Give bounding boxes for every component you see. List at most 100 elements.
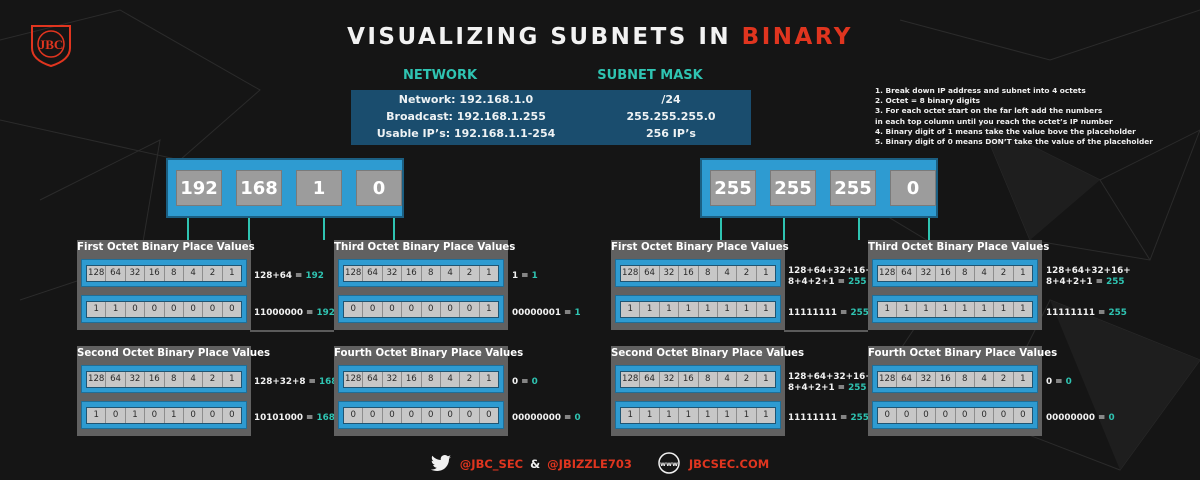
panel-title: Second Octet Binary Place Values [77, 348, 271, 359]
binary-calculation: 11111111 = 255 [788, 308, 869, 318]
bit-cell: 0 [878, 408, 897, 423]
footer: @JBC_SEC & @JBIZZLE703 www JBCSEC.COM [0, 452, 1200, 477]
bit-cell: 0 [221, 302, 241, 317]
bit-cell: 0 [401, 302, 421, 317]
bit-cell: 0 [182, 408, 203, 423]
place-value-cell: 32 [124, 372, 145, 387]
connector-line [323, 218, 325, 240]
bit-cell: 0 [202, 408, 222, 423]
bit-cell: 0 [459, 408, 479, 423]
binary-calculation: 10101000 = 168 [254, 413, 335, 423]
network-octet-1: 192 [176, 170, 222, 206]
instruction-line: 4. Binary digit of 1 means take the valu… [875, 126, 1136, 136]
place-value-cell: 2 [993, 266, 1013, 281]
place-value-cell: 32 [915, 266, 936, 281]
bit-cell: 0 [478, 408, 498, 423]
bit-cell: 0 [973, 408, 994, 423]
place-value-cell: 128 [87, 372, 106, 387]
panel-title: Fourth Octet Binary Place Values [334, 348, 524, 359]
bit-cell: 1 [658, 302, 679, 317]
place-value-cell: 16 [401, 266, 421, 281]
bit-cell: 0 [144, 408, 164, 423]
place-value-cell: 128 [621, 266, 640, 281]
broadcast-address: Broadcast: 192.168.1.255 [386, 110, 546, 123]
bit-cell: 0 [202, 302, 222, 317]
network-octet-2: 168 [236, 170, 282, 206]
place-value-cell: 8 [163, 372, 183, 387]
bit-cell: 0 [420, 408, 440, 423]
bit-cell: 1 [878, 302, 897, 317]
bit-cell: 0 [344, 302, 363, 317]
bit-cell: 1 [658, 408, 679, 423]
place-value-cell: 64 [896, 372, 916, 387]
bit-cell: 0 [221, 408, 241, 423]
place-value-cell: 2 [202, 266, 222, 281]
mask-value: 255.255.255.0 [626, 110, 716, 123]
bit-cell: 1 [87, 408, 106, 423]
place-value-cell: 4 [716, 372, 737, 387]
place-value-cell: 64 [105, 372, 125, 387]
bit-cell: 0 [401, 408, 421, 423]
website-link[interactable]: JBCSEC.COM [688, 457, 770, 471]
subnet-mask-header: SUBNET MASK [597, 68, 703, 83]
place-value-cell: 128 [878, 372, 897, 387]
sum-calculation: 128+64+32+16+8+4+2+1 = 255 [788, 372, 873, 393]
place-value-cell: 2 [993, 372, 1013, 387]
bit-cell: 0 [381, 408, 402, 423]
bit-cell: 1 [621, 302, 640, 317]
place-value-cell: 16 [935, 372, 955, 387]
sum-calculation: 128+64+32+16+8+4+2+1 = 255 [1046, 266, 1131, 287]
sum-calculation: 0 = 0 [1046, 377, 1072, 387]
place-value-cell: 16 [678, 266, 698, 281]
twitter-handle-1[interactable]: @JBC_SEC [459, 457, 524, 471]
binary-calculation: 00000000 = 0 [512, 413, 581, 423]
place-value-cell: 2 [459, 372, 479, 387]
bit-cell: 1 [621, 408, 640, 423]
bit-cell: 1 [697, 302, 717, 317]
bit-cell: 1 [639, 302, 659, 317]
place-value-cell: 2 [736, 266, 756, 281]
connector-line [720, 218, 722, 240]
place-value-cell: 64 [896, 266, 916, 281]
place-value-cell: 1 [221, 372, 241, 387]
place-value-cell: 32 [658, 266, 679, 281]
connector-line [928, 218, 930, 240]
bit-cell: 0 [144, 302, 164, 317]
place-value-cell: 4 [716, 266, 737, 281]
bit-cell: 1 [716, 302, 737, 317]
place-value-cell: 32 [658, 372, 679, 387]
place-value-cell: 8 [697, 372, 717, 387]
place-value-cell: 2 [202, 372, 222, 387]
mask-octet-4: 0 [890, 170, 936, 206]
place-value-cell: 4 [182, 372, 203, 387]
title-part-2: BINARY [741, 24, 853, 50]
bit-cell: 0 [124, 302, 145, 317]
bit-cell: 1 [124, 408, 145, 423]
panel-title: Third Octet Binary Place Values [334, 242, 516, 253]
bit-cell: 1 [736, 408, 756, 423]
binary-calculation: 11000000 = 192 [254, 308, 335, 318]
bit-cell: 0 [362, 408, 382, 423]
jbc-logo: JBC [28, 22, 74, 68]
bit-cell: 0 [896, 408, 916, 423]
twitter-handle-2[interactable]: @JBIZZLE703 [547, 457, 632, 471]
bit-cell: 1 [954, 302, 974, 317]
network-header: NETWORK [402, 68, 478, 83]
place-value-cell: 4 [439, 372, 460, 387]
place-value-cell: 8 [954, 266, 974, 281]
sum-calculation: 1 = 1 [512, 271, 538, 281]
place-value-cell: 8 [420, 266, 440, 281]
